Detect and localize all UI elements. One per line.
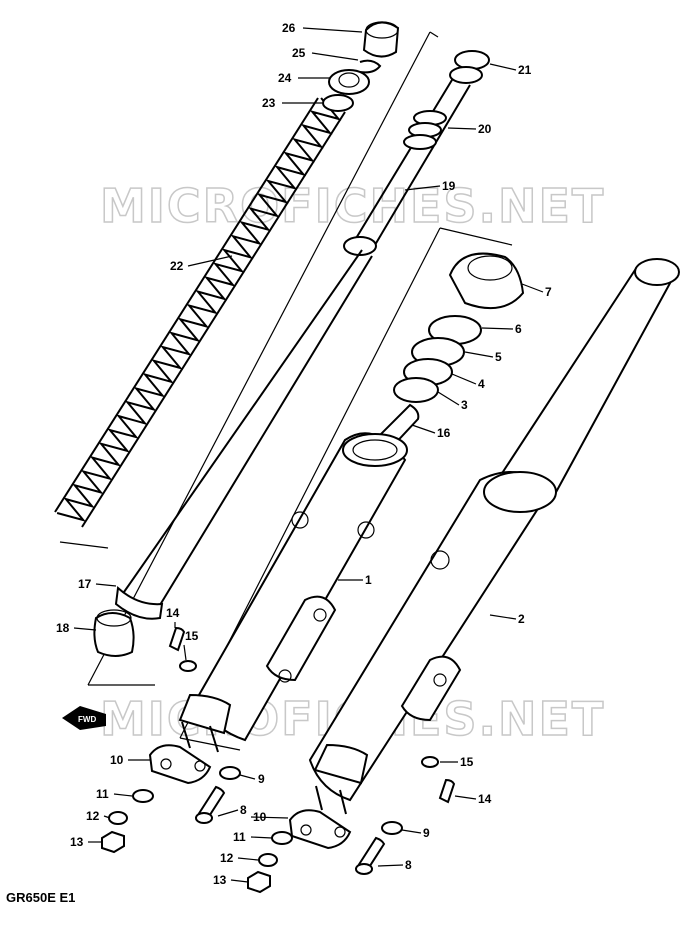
rebound-spring-21 <box>454 50 490 70</box>
callout-21: 21 <box>518 63 532 77</box>
leader-line <box>302 27 363 33</box>
damper-rod-19 <box>343 50 490 256</box>
leader-line <box>230 879 249 883</box>
callout-9-right: 9 <box>423 826 430 840</box>
fwd-arrow-icon: FWD <box>62 706 106 730</box>
callout-11-left: 11 <box>96 787 109 801</box>
leader-line <box>239 774 256 780</box>
inner-tube-17 <box>114 249 373 620</box>
left-kit-bracket <box>59 31 439 686</box>
callout-3: 3 <box>461 398 468 412</box>
callout-14-left: 14 <box>166 606 180 620</box>
hardware-left <box>101 626 241 854</box>
fwd-label: FWD <box>78 715 96 724</box>
callout-13-right: 13 <box>213 873 227 887</box>
seal-stack <box>393 252 525 403</box>
fork-cap-stack <box>322 21 400 112</box>
leader-line <box>311 52 359 61</box>
leader-line <box>447 127 477 130</box>
leader-line <box>113 793 133 797</box>
callout-15-right: 15 <box>460 755 474 769</box>
callout-12-right: 12 <box>220 851 234 865</box>
leader-line <box>183 644 187 661</box>
model-code: GR650E E1 <box>6 890 75 905</box>
callout-17: 17 <box>78 577 92 591</box>
callout-4: 4 <box>478 377 485 391</box>
axle-holder-right-10 <box>288 785 352 850</box>
leader-line <box>451 373 477 385</box>
callout-10-right: 10 <box>253 810 267 824</box>
cap-bolt-26 <box>362 21 400 58</box>
callout-2: 2 <box>518 612 525 626</box>
leader-line <box>454 795 477 800</box>
callout-8-left: 8 <box>240 803 247 817</box>
leader-line <box>217 809 239 817</box>
leader-line <box>250 836 273 839</box>
outer-tube-1 <box>178 432 408 742</box>
leader-line <box>250 816 289 819</box>
leader-line <box>404 185 441 191</box>
callout-13-left: 13 <box>70 835 84 849</box>
washer-24 <box>328 69 370 95</box>
leader-line <box>437 391 460 406</box>
callout-11-right: 11 <box>233 830 246 844</box>
callout-19: 19 <box>442 179 456 193</box>
leader-line <box>237 857 259 861</box>
callout-25: 25 <box>292 46 306 60</box>
leader-line <box>489 614 517 620</box>
callout-26: 26 <box>282 21 296 35</box>
watermark-top: MICROFICHES.NET <box>100 179 605 233</box>
callout-7: 7 <box>545 285 552 299</box>
leader-line <box>95 583 117 587</box>
bush-3 <box>393 377 439 403</box>
callout-5: 5 <box>495 350 502 364</box>
leader-line <box>411 424 436 434</box>
callout-8-right: 8 <box>405 858 412 872</box>
leader-line <box>521 283 544 293</box>
callout-15-left: 15 <box>185 629 199 643</box>
callout-labels: 26 25 24 23 22 21 20 19 7 6 5 4 3 16 1 2… <box>56 21 552 887</box>
callout-20: 20 <box>478 122 492 136</box>
o-ring-25 <box>359 59 382 74</box>
callout-24: 24 <box>278 71 292 85</box>
callout-14-right: 14 <box>478 792 492 806</box>
leader-lines <box>73 27 544 883</box>
leader-line <box>377 864 404 867</box>
callout-22: 22 <box>170 259 184 273</box>
leader-line <box>489 63 517 71</box>
leader-line <box>481 327 514 330</box>
callout-18: 18 <box>56 621 70 635</box>
leader-line <box>401 829 422 834</box>
outer-tube-2 <box>308 258 680 802</box>
leader-line <box>464 351 494 358</box>
callout-1: 1 <box>365 573 372 587</box>
leader-line <box>187 255 233 267</box>
callout-23: 23 <box>262 96 276 110</box>
callout-16: 16 <box>437 426 451 440</box>
leader-line <box>73 627 97 631</box>
callout-6: 6 <box>515 322 522 336</box>
callout-9-left: 9 <box>258 772 265 786</box>
spacer-23 <box>322 94 354 112</box>
callout-10-left: 10 <box>110 753 124 767</box>
leader-line <box>103 815 111 819</box>
dust-seal-7 <box>448 252 525 310</box>
axle-holder-left-10 <box>148 721 219 785</box>
fork-spring-22 <box>54 97 346 528</box>
bushing-18 <box>93 609 135 657</box>
callout-12-left: 12 <box>86 809 100 823</box>
